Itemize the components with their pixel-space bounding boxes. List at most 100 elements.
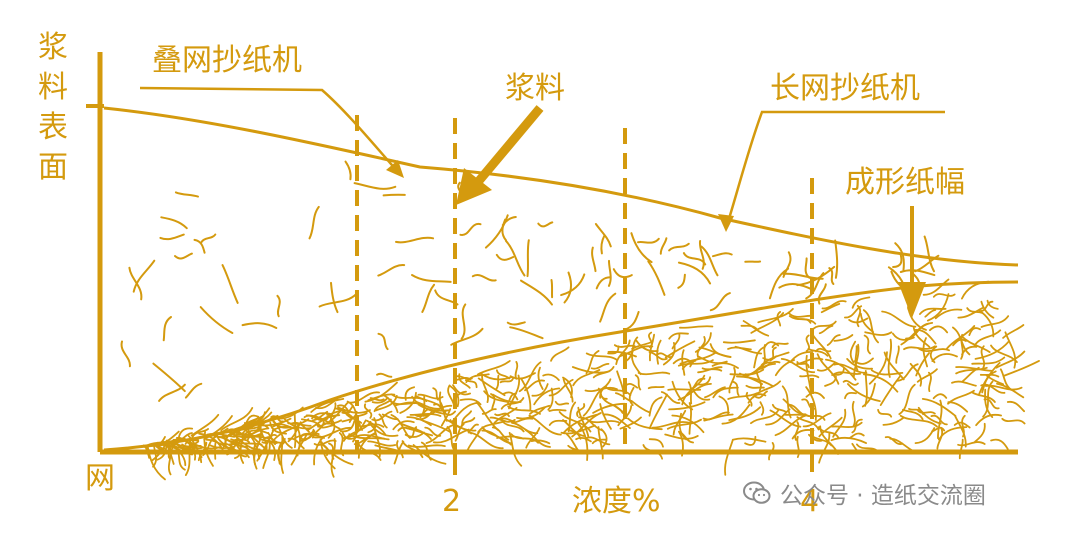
fiber-stroke bbox=[412, 275, 451, 282]
fiber-stroke bbox=[1002, 419, 1024, 424]
fiber-stroke bbox=[243, 323, 277, 328]
fiber-stroke bbox=[614, 269, 632, 277]
fiber-stroke bbox=[549, 410, 565, 411]
x-axis-label: 浓度% bbox=[572, 485, 661, 518]
fiber-stroke bbox=[639, 373, 670, 375]
stock-label: 浆料 bbox=[505, 72, 565, 105]
fiber-stroke bbox=[134, 261, 155, 292]
fiber-stroke bbox=[377, 374, 391, 377]
fiber-stroke bbox=[649, 333, 652, 347]
fiber-stroke bbox=[175, 254, 192, 259]
fiber-stroke bbox=[666, 341, 695, 357]
fiber-stroke bbox=[346, 162, 351, 180]
fiber-stroke bbox=[496, 376, 499, 390]
fiber-stroke bbox=[997, 384, 1023, 398]
fiber-stroke bbox=[806, 258, 810, 277]
fiber-stroke bbox=[832, 438, 867, 443]
fiber-stroke bbox=[864, 374, 898, 391]
fiber-stroke bbox=[508, 322, 525, 324]
fiber-stroke bbox=[592, 248, 595, 272]
fiber-stroke bbox=[473, 275, 496, 280]
fiber-stroke bbox=[785, 415, 810, 416]
fiber-stroke bbox=[1008, 402, 1024, 411]
cylinder-former-label: 叠网抄纸机 bbox=[152, 44, 302, 77]
fiber-stroke bbox=[800, 375, 818, 377]
fiber-stroke bbox=[543, 374, 559, 380]
fiber-stroke bbox=[773, 343, 788, 347]
fiber-stroke bbox=[783, 274, 822, 279]
fiber-stroke bbox=[521, 378, 530, 410]
fiber-stroke bbox=[631, 233, 651, 262]
fiber-stroke bbox=[573, 367, 609, 373]
fiber-stroke bbox=[396, 238, 433, 243]
fiber-stroke bbox=[823, 301, 846, 309]
fiber-stroke bbox=[528, 240, 529, 276]
fiber-stroke bbox=[889, 340, 892, 377]
fiber-stroke bbox=[478, 361, 510, 375]
stock-arrow-shaft bbox=[478, 108, 540, 182]
fiber-stroke bbox=[711, 344, 731, 357]
fiber-stroke bbox=[794, 317, 810, 323]
fiber-stroke bbox=[129, 268, 141, 300]
fiber-stroke bbox=[153, 364, 184, 392]
fiber-stroke bbox=[669, 244, 689, 251]
fiber-stroke bbox=[773, 405, 787, 412]
fiber-stroke bbox=[779, 284, 811, 289]
fiber-stroke bbox=[161, 217, 187, 228]
fiber-stroke bbox=[601, 429, 606, 446]
fiber-stroke bbox=[592, 364, 609, 369]
fiber-stroke bbox=[819, 284, 826, 303]
fiber-stroke bbox=[733, 438, 766, 441]
fiber-stroke bbox=[277, 296, 279, 316]
fiber-stroke bbox=[378, 265, 404, 276]
fiber-stroke bbox=[516, 362, 518, 379]
fiber-stroke bbox=[423, 421, 450, 432]
fiber-stroke bbox=[632, 351, 641, 375]
fiber-stroke bbox=[466, 425, 478, 431]
watermark-text: 公众号 · 造纸交流圈 bbox=[780, 476, 986, 510]
watermark: 公众号 · 造纸交流圈 bbox=[742, 476, 986, 510]
fiber-stroke bbox=[673, 334, 680, 348]
fiber-stroke bbox=[814, 322, 836, 329]
fiber-stroke bbox=[1004, 361, 1039, 376]
wechat-icon bbox=[742, 478, 772, 508]
fiber-stroke bbox=[593, 404, 625, 413]
fiber-stroke bbox=[863, 384, 875, 407]
fiber-stroke bbox=[722, 405, 749, 424]
fiber-stroke bbox=[844, 381, 858, 385]
fiber-stroke bbox=[975, 424, 985, 442]
fiber-stroke bbox=[538, 368, 542, 389]
fiber-stroke bbox=[122, 342, 130, 367]
fiber-stroke bbox=[164, 317, 171, 340]
fiber-stroke bbox=[806, 393, 824, 398]
formed-web-label: 成形纸幅 bbox=[845, 166, 965, 199]
fiber-stroke bbox=[976, 341, 1009, 359]
fourdrinier-arrowhead bbox=[718, 214, 734, 232]
fiber-stroke bbox=[948, 391, 974, 404]
fiber-stroke bbox=[690, 403, 692, 434]
fiber-stroke bbox=[649, 387, 664, 388]
fiber-stroke bbox=[601, 235, 604, 253]
fiber-stroke bbox=[384, 195, 405, 196]
fiber-stroke bbox=[331, 283, 338, 312]
fiber-stroke bbox=[661, 238, 667, 254]
fiber-stroke bbox=[680, 326, 713, 328]
fiber-stroke bbox=[946, 326, 974, 349]
fiber-stroke bbox=[626, 312, 639, 329]
fiber-stroke bbox=[422, 285, 434, 312]
fiber-stroke bbox=[368, 441, 395, 445]
fiber-stroke bbox=[497, 255, 513, 260]
fiber-stroke bbox=[678, 275, 685, 288]
fiber-stroke bbox=[893, 255, 901, 267]
fiber-stroke bbox=[962, 416, 965, 437]
fiber-stroke bbox=[976, 415, 1001, 425]
fiber-stroke bbox=[648, 261, 664, 295]
fiber-stroke bbox=[853, 402, 855, 427]
fiber-stroke bbox=[195, 240, 205, 253]
fiber-stroke bbox=[729, 407, 760, 420]
fiber-stroke bbox=[320, 294, 357, 307]
fiber-stroke bbox=[482, 375, 488, 403]
fiber-stroke bbox=[483, 409, 496, 414]
x-tick-label-2: 2 bbox=[442, 485, 461, 518]
fiber-stroke bbox=[176, 192, 198, 196]
